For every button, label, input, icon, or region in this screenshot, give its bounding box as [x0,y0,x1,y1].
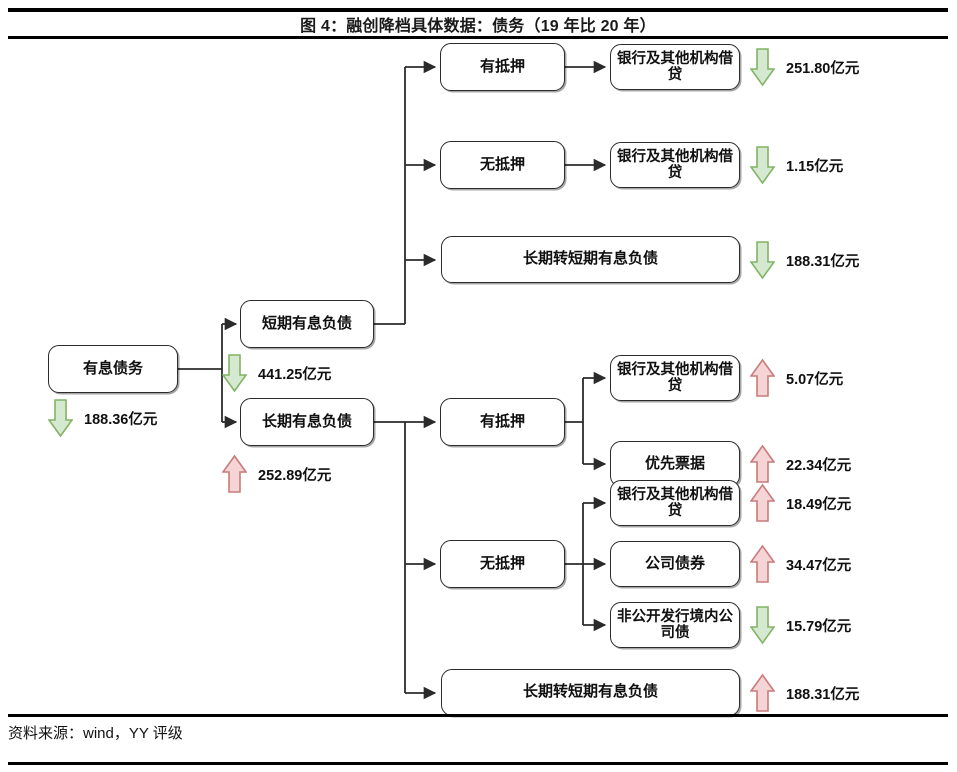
node-lt-reclass-label: 长期转短期有息负债 [522,683,658,701]
node-lt-secured-label: 有抵押 [479,412,525,430]
node-lt-unsecured-private-bond-label: 非公开发行境内公司债 [617,608,733,641]
delta-lt-unsecured-private-bond: 15.79亿元 [750,605,851,645]
arrow-up-icon [222,454,247,494]
node-long-term-label: 长期有息负债 [261,412,352,430]
node-lt-unsecured-corp-bond[interactable]: 公司债券 [610,541,740,587]
title-rule [8,36,948,39]
arrow-down-icon [750,605,775,645]
node-st-unsecured-bank-label: 银行及其他机构借贷 [617,148,733,181]
node-lt-unsecured-label: 无抵押 [479,554,525,572]
arrow-up-icon [750,544,775,584]
delta-lt-unsecured-bank: 18.49亿元 [750,483,851,523]
node-lt-unsecured-bank[interactable]: 银行及其他机构借贷 [610,480,740,526]
delta-st-unsecured-bank: 1.15亿元 [750,145,843,185]
delta-lt-unsecured-bank-value: 18.49亿元 [786,496,852,513]
node-lt-secured-bank[interactable]: 银行及其他机构借贷 [610,355,740,401]
node-st-reclass-label: 长期转短期有息负债 [522,250,658,268]
arrow-down-icon [750,47,775,87]
delta-lt-secured-senior-notes: 22.34亿元 [750,444,851,484]
delta-root: 188.36亿元 [48,398,157,438]
node-st-secured-bank[interactable]: 银行及其他机构借贷 [610,44,740,90]
delta-short-term: 441.25亿元 [222,353,331,393]
footer-rule-bottom [8,762,948,765]
node-st-reclass[interactable]: 长期转短期有息负债 [441,236,740,283]
source-note: 资料来源：wind，YY 评级 [8,725,183,742]
delta-st-secured-bank: 251.80亿元 [750,47,859,87]
arrow-up-icon [750,483,775,523]
arrow-down-icon [750,240,775,280]
arrow-up-icon [750,673,775,713]
node-st-unsecured[interactable]: 无抵押 [440,141,565,189]
node-lt-secured[interactable]: 有抵押 [440,398,565,446]
figure-title: 图 4：融创降档具体数据：债务（19 年比 20 年） [300,18,656,35]
node-st-secured[interactable]: 有抵押 [440,43,565,91]
arrow-up-icon [750,444,775,484]
delta-lt-reclass-value: 188.31亿元 [786,686,860,703]
node-lt-secured-senior-notes[interactable]: 优先票据 [610,441,740,487]
arrow-down-icon [222,353,247,393]
node-st-secured-label: 有抵押 [479,57,525,75]
node-st-unsecured-label: 无抵押 [479,155,525,173]
node-short-term-label: 短期有息负债 [261,314,352,332]
node-lt-unsecured[interactable]: 无抵押 [440,540,565,588]
node-root-label: 有息债务 [82,359,143,377]
delta-st-reclass: 188.31亿元 [750,240,859,280]
node-st-secured-bank-label: 银行及其他机构借贷 [617,50,733,83]
footer-rule-top [8,714,948,717]
node-lt-reclass[interactable]: 长期转短期有息负债 [441,669,740,716]
node-short-term[interactable]: 短期有息负债 [240,300,374,348]
arrow-up-icon [750,358,775,398]
delta-lt-unsecured-corp-bond-value: 34.47亿元 [786,557,852,574]
flowchart-canvas: 有息债务 188.36亿元 短期有息负债 441.25亿元 长期有息负债 252… [0,40,957,716]
delta-st-secured-bank-value: 251.80亿元 [786,60,860,77]
node-lt-unsecured-corp-bond-label: 公司债券 [644,554,705,572]
delta-lt-reclass: 188.31亿元 [750,673,859,713]
node-lt-unsecured-bank-label: 银行及其他机构借贷 [617,486,733,519]
top-rule [8,8,948,12]
node-lt-unsecured-private-bond[interactable]: 非公开发行境内公司债 [610,602,740,648]
delta-lt-secured-senior-notes-value: 22.34亿元 [786,457,852,474]
arrow-down-icon [750,145,775,185]
delta-long-term: 252.89亿元 [222,454,331,494]
delta-long-term-value: 252.89亿元 [258,467,332,484]
node-lt-secured-bank-label: 银行及其他机构借贷 [617,361,733,394]
delta-lt-unsecured-private-bond-value: 15.79亿元 [786,618,852,635]
delta-st-reclass-value: 188.31亿元 [786,253,860,270]
node-root[interactable]: 有息债务 [48,345,178,393]
connector-lines [178,60,607,700]
delta-short-term-value: 441.25亿元 [258,366,332,383]
delta-st-unsecured-bank-value: 1.15亿元 [786,158,844,175]
arrow-down-icon [48,398,73,438]
node-lt-secured-senior-notes-label: 优先票据 [644,454,705,472]
delta-root-value: 188.36亿元 [84,411,158,428]
delta-lt-unsecured-corp-bond: 34.47亿元 [750,544,851,584]
node-st-unsecured-bank[interactable]: 银行及其他机构借贷 [610,142,740,188]
delta-lt-secured-bank: 5.07亿元 [750,358,843,398]
delta-lt-secured-bank-value: 5.07亿元 [786,371,844,388]
node-long-term[interactable]: 长期有息负债 [240,398,374,446]
